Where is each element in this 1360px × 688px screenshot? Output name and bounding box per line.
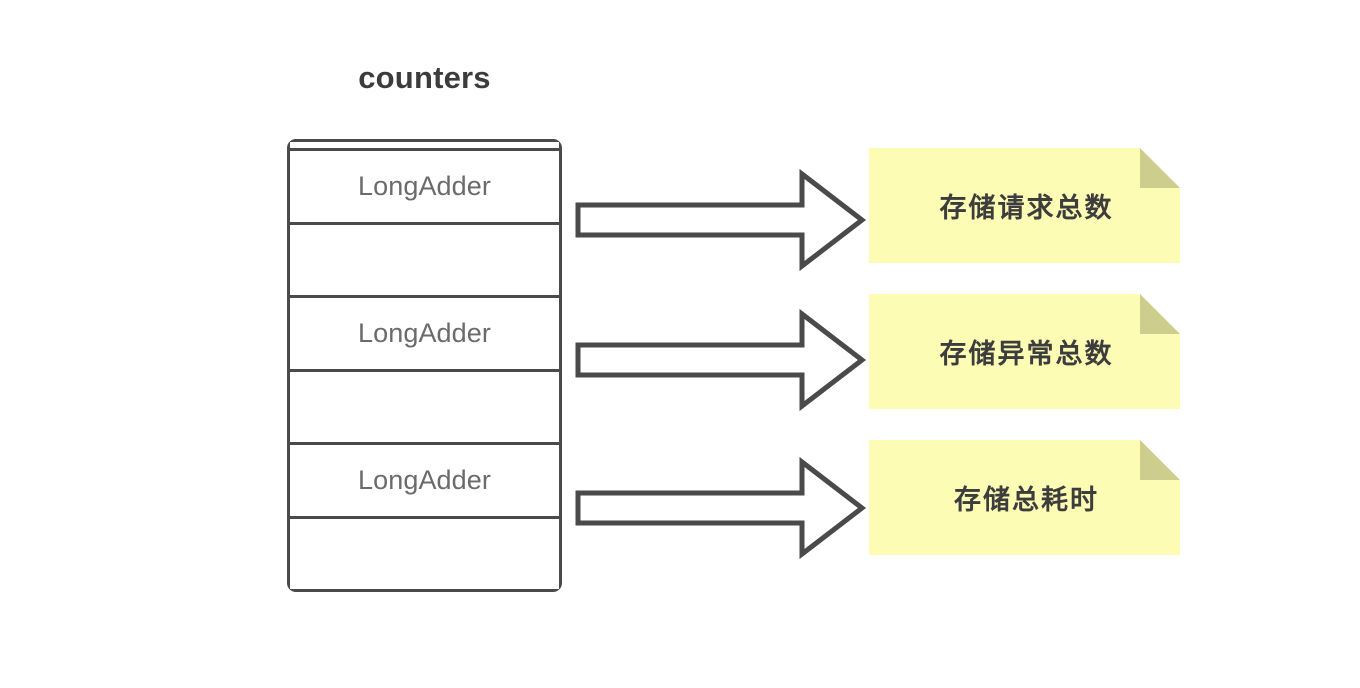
arrow-right-icon-1 <box>574 168 867 272</box>
note-body <box>869 440 1180 555</box>
note-body <box>869 148 1180 263</box>
arrow-right-icon-3 <box>574 456 867 560</box>
counter-slot-6 <box>290 518 559 589</box>
note-label: 存储总耗时 <box>954 485 1099 516</box>
counter-slot-2 <box>290 224 559 298</box>
counter-slot-1: LongAdder <box>290 151 559 225</box>
arrow-right-icon-2 <box>574 308 867 412</box>
note-label: 存储请求总数 <box>939 193 1114 224</box>
note-card-1: 存储请求总数 <box>869 148 1180 263</box>
counters-container: LongAdder LongAdder LongAdder <box>287 139 562 592</box>
counter-slot-5: LongAdder <box>290 445 559 519</box>
counter-slot-label: LongAdder <box>357 318 491 349</box>
note-card-3: 存储总耗时 <box>869 440 1180 555</box>
counter-slot-label: LongAdder <box>357 465 491 496</box>
counter-slot-4 <box>290 371 559 445</box>
counters-top-cap <box>290 142 559 151</box>
counters-slot-list: LongAdder LongAdder LongAdder <box>290 142 559 589</box>
counter-slot-label: LongAdder <box>357 171 491 202</box>
counter-slot-3: LongAdder <box>290 298 559 372</box>
page-title: counters <box>358 60 491 95</box>
note-card-2: 存储异常总数 <box>869 294 1180 409</box>
note-body <box>869 294 1180 409</box>
note-label: 存储异常总数 <box>939 339 1114 370</box>
